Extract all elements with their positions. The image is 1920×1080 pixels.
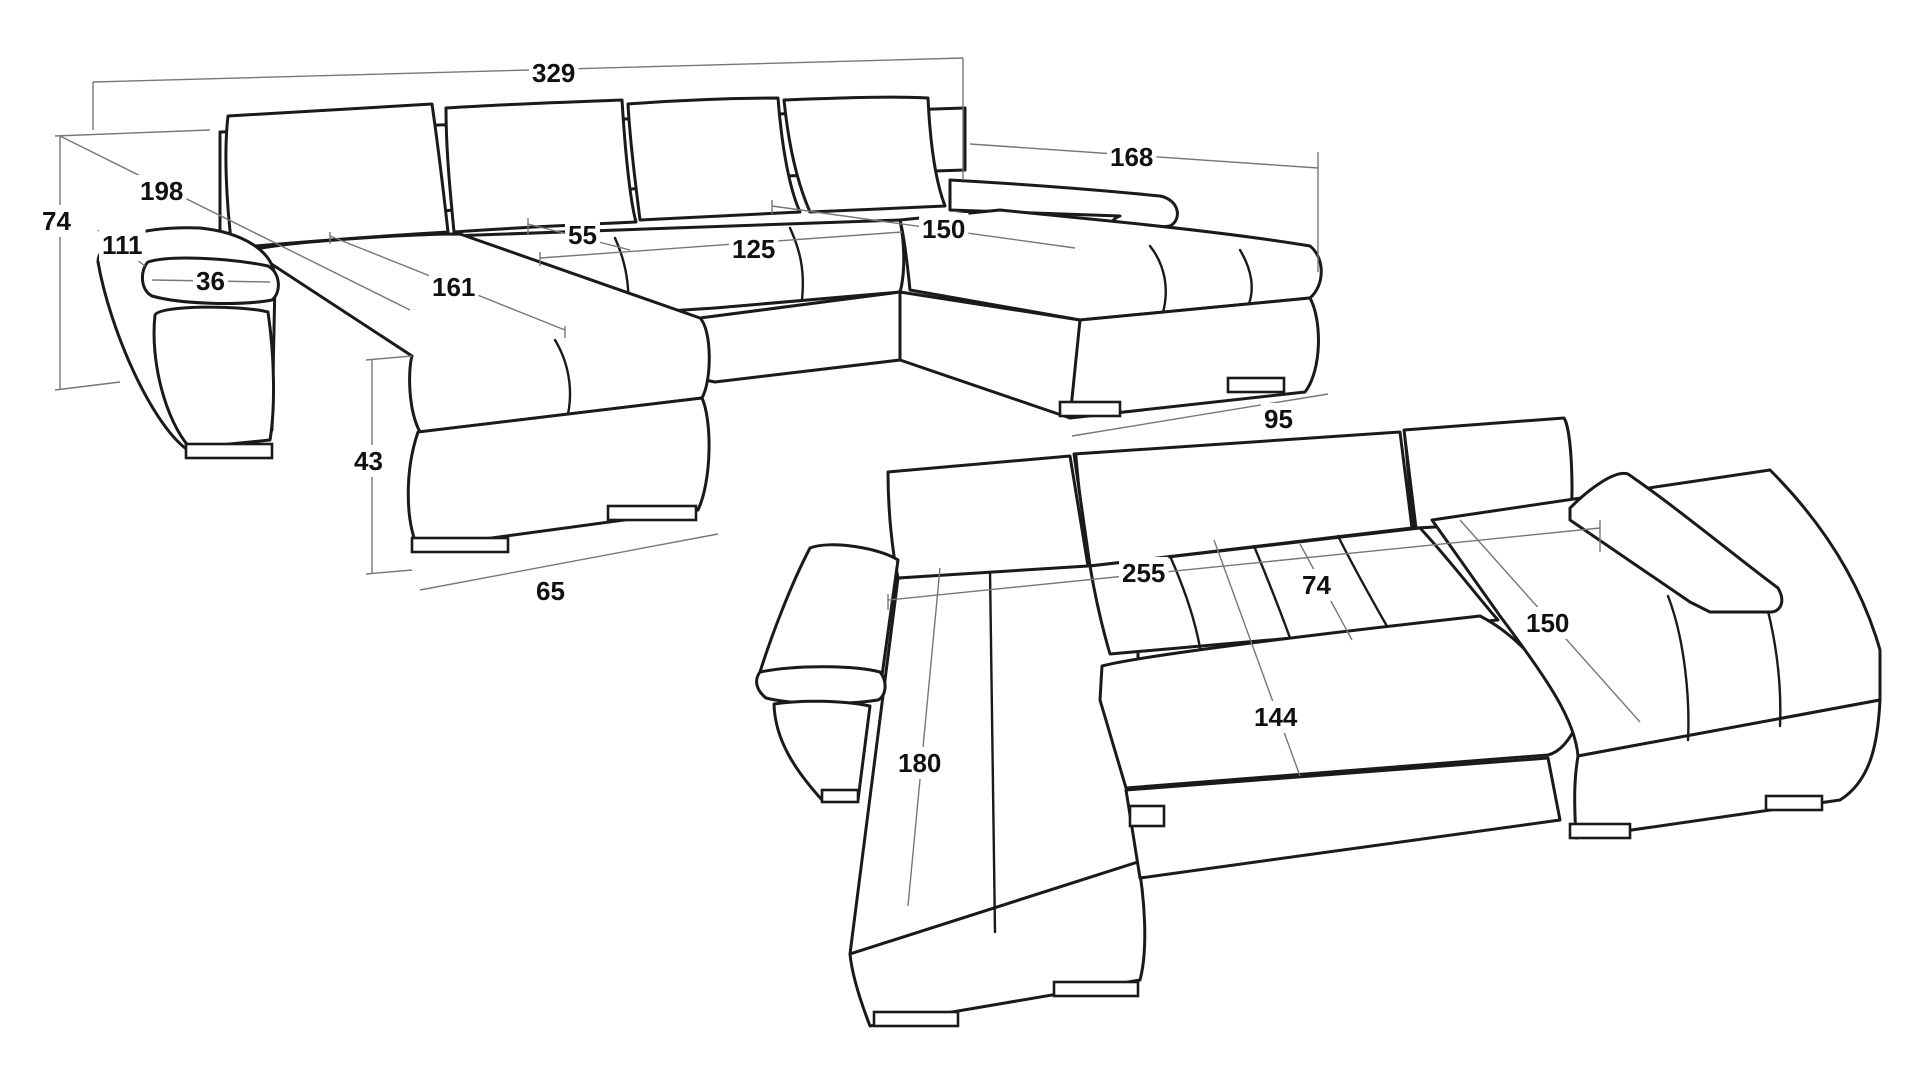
bed-left-armrest-side xyxy=(772,699,872,802)
right-chaise-base xyxy=(1068,296,1320,420)
label-background xyxy=(919,213,969,245)
right-chaise-front xyxy=(898,290,1082,420)
extended-bed xyxy=(755,416,1882,1028)
left-armrest-foot xyxy=(184,442,274,460)
right-chaise-seam-1 xyxy=(1148,244,1167,318)
bed-right-foot-2 xyxy=(1764,794,1824,812)
label-background xyxy=(1299,569,1335,601)
back-cushion-2 xyxy=(444,98,638,234)
dim-line-bed-width xyxy=(887,520,1601,610)
label-back-height: 74 xyxy=(42,206,71,236)
bed-middle-foot xyxy=(1128,804,1166,828)
left-chaise-foot-1 xyxy=(410,536,510,554)
label-background xyxy=(351,445,386,477)
label-arm-width: 36 xyxy=(196,266,225,296)
bed-left-foot-1 xyxy=(872,1010,960,1028)
right-chaise-foot-2 xyxy=(1226,376,1286,394)
bed-left-armrest-foot xyxy=(820,788,860,804)
bed-middle-cushions xyxy=(1088,526,1500,656)
bed-right-chaise xyxy=(1430,468,1882,758)
dim-line-back-height xyxy=(54,129,211,391)
label-background xyxy=(1107,141,1157,173)
bed-left-platform-seam xyxy=(988,568,997,934)
back-cushion-1 xyxy=(224,102,450,250)
back-cushion-4 xyxy=(782,95,947,214)
dim-line-middle-width xyxy=(539,231,903,266)
bed-left-back xyxy=(886,454,1090,580)
left-chaise-foot-2 xyxy=(606,504,698,522)
bed-cushion-seam-3 xyxy=(1336,534,1390,630)
dim-line-arm-depth xyxy=(59,135,411,311)
dim-line-bed-middle-depth xyxy=(1213,539,1301,777)
label-background xyxy=(193,265,228,297)
label-chaise-length: 161 xyxy=(432,272,475,302)
label-background xyxy=(1119,557,1169,589)
label-right-module: 150 xyxy=(922,214,965,244)
left-armrest-inner xyxy=(152,305,276,450)
label-background xyxy=(99,229,146,261)
label-bed-length: 180 xyxy=(898,748,941,778)
label-background xyxy=(729,233,779,265)
right-chaise-foot-1 xyxy=(1058,400,1122,418)
bed-middle-pullout xyxy=(1098,614,1580,790)
bed-left-armrest-top xyxy=(755,665,887,706)
label-background xyxy=(429,271,479,303)
label-background xyxy=(565,219,600,251)
label-arm-height: 111 xyxy=(102,230,143,260)
label-background xyxy=(1523,607,1573,639)
right-chaise-seat xyxy=(898,208,1323,322)
label-background xyxy=(533,575,568,607)
dimension-labels: 329 198 74 111 36 55 161 125 150 168 95 … xyxy=(42,58,1569,778)
label-backgrounds xyxy=(39,57,1573,779)
label-background xyxy=(39,205,75,237)
bed-left-foot-2 xyxy=(1052,980,1140,998)
label-chaise-width: 65 xyxy=(536,576,565,606)
right-chaise-seam-2 xyxy=(1238,248,1253,308)
label-background xyxy=(529,57,579,89)
label-right-depth: 168 xyxy=(1110,142,1153,172)
dim-line-bed-length xyxy=(907,567,941,907)
label-background xyxy=(137,175,187,207)
dim-line-overall-width xyxy=(92,57,964,180)
label-background xyxy=(1261,403,1296,435)
label-middle-width: 125 xyxy=(732,234,775,264)
label-bed-middle-depth: 144 xyxy=(1254,702,1298,732)
label-arm-depth: 198 xyxy=(140,176,183,206)
label-cushion-depth: 55 xyxy=(568,220,597,250)
bed-back-seam-1 xyxy=(1074,452,1092,568)
dim-line-chaise-width xyxy=(419,533,719,591)
bed-right-seam-1 xyxy=(1666,594,1690,742)
bed-back-seam-2 xyxy=(1402,428,1416,530)
dim-line-right-seat-depth xyxy=(1071,393,1329,437)
bed-right-foot-1 xyxy=(1568,822,1632,840)
label-bed-right-depth: 150 xyxy=(1526,608,1569,638)
bed-cushion-seam-2 xyxy=(1252,544,1292,640)
label-overall-width: 329 xyxy=(532,58,575,88)
label-background xyxy=(895,747,945,779)
label-seat-height: 43 xyxy=(354,446,383,476)
bed-cushion-seam-1 xyxy=(1168,554,1202,650)
middle-seat-seam-2 xyxy=(788,226,805,302)
back-cushion-3 xyxy=(626,96,802,222)
bed-middle-pullout-base xyxy=(1124,756,1562,880)
label-bed-width: 255 xyxy=(1122,558,1165,588)
bed-right-armrest xyxy=(1568,471,1784,614)
label-bed-small-depth: 74 xyxy=(1302,570,1331,600)
left-chaise-seat xyxy=(248,232,711,434)
assembled-sofa xyxy=(54,57,1329,591)
label-background xyxy=(1251,701,1301,733)
label-right-seat-depth: 95 xyxy=(1264,404,1293,434)
